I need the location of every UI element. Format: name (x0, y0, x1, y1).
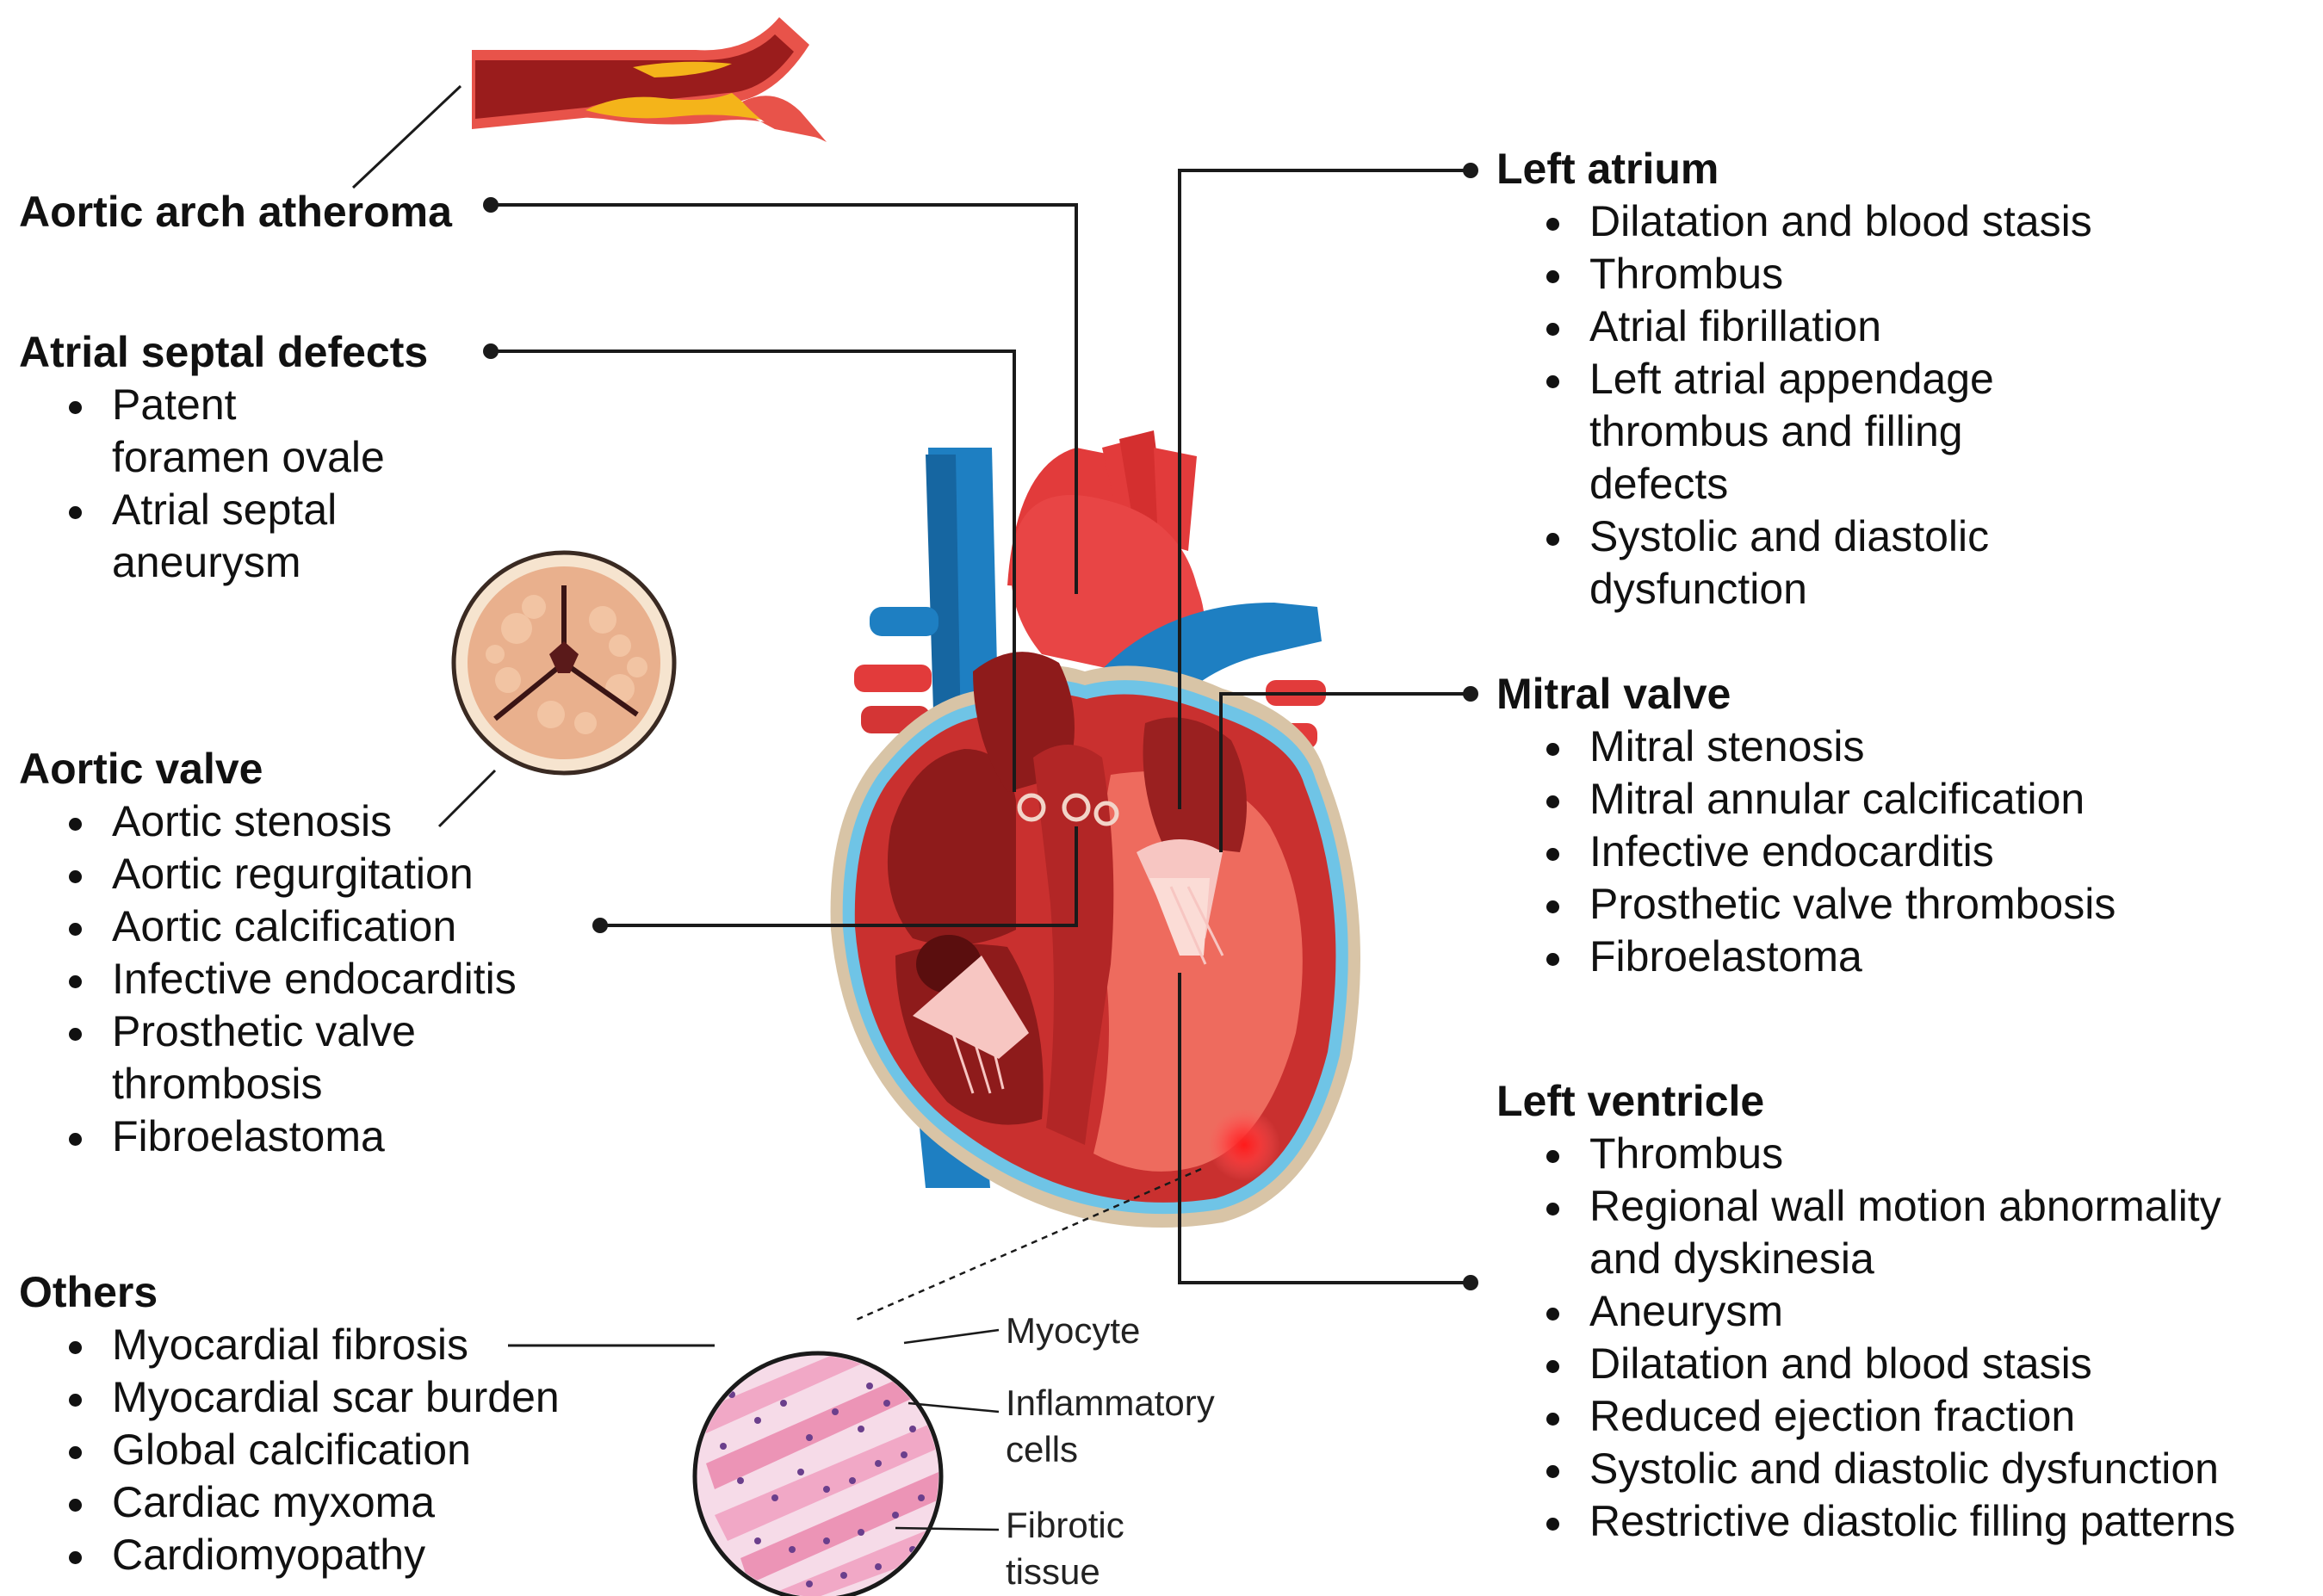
fibrotic-label-line1: Fibrotic (1006, 1505, 1124, 1545)
inflammatory-label-line1: Inflammatory (1006, 1383, 1215, 1423)
list-item: Cardiac myxoma (19, 1476, 560, 1529)
aortic-arch-heading: Aortic arch atheroma (19, 188, 452, 236)
list-item: Thrombus (1496, 248, 2092, 300)
list-item: Aortic stenosis (19, 795, 517, 848)
aortic-valve-block: Aortic valve Aortic stenosis Aortic regu… (19, 742, 517, 1163)
list-item: Mitral annular calcification (1496, 773, 2115, 826)
list-item: Thrombus (1496, 1128, 2235, 1180)
aortic-valve-list: Aortic stenosis Aortic regurgitation Aor… (19, 795, 517, 1163)
atrial-septal-heading: Atrial septal defects (19, 328, 429, 376)
list-item: Cardiomyopathy (19, 1529, 560, 1581)
list-item: Patent (19, 379, 428, 431)
connector-dots (483, 163, 1478, 1290)
list-item: Dilatation and blood stasis (1496, 1338, 2235, 1390)
left-atrium-block: Left atrium Dilatation and blood stasis … (1496, 142, 2092, 616)
list-item: Aneurysm (1496, 1285, 2235, 1338)
connector-lines (491, 169, 1471, 1284)
list-item: Myocardial fibrosis (19, 1319, 560, 1371)
mitral-valve-heading: Mitral valve (1496, 670, 1731, 718)
mitral-valve-list: Mitral stenosis Mitral annular calcifica… (1496, 721, 2115, 983)
list-item: Fibroelastoma (19, 1110, 517, 1163)
list-item: Systolic and diastolic (1496, 510, 2092, 563)
list-item: aneurysm (112, 538, 301, 586)
list-item: Infective endocarditis (19, 953, 517, 1005)
list-item: Restrictive diastolic filling patterns (1496, 1495, 2235, 1548)
myocyte-label: Myocyte (1006, 1310, 1141, 1351)
list-item: Atrial fibrillation (1496, 300, 2092, 353)
others-heading: Others (19, 1268, 158, 1316)
list-item: Systolic and diastolic dysfunction (1496, 1443, 2235, 1495)
list-item: Regional wall motion abnormality (1496, 1180, 2235, 1233)
list-item: Reduced ejection fraction (1496, 1390, 2235, 1443)
mitral-valve-block: Mitral valve Mitral stenosis Mitral annu… (1496, 667, 2115, 983)
fibrotic-label-line2: tissue (1006, 1551, 1100, 1592)
left-atrium-heading: Left atrium (1496, 145, 1719, 193)
list-item: Aortic regurgitation (19, 848, 517, 900)
atrial-septal-block: Atrial septal defects Patent foramen ova… (19, 325, 428, 589)
list-item: and dyskinesia (1589, 1234, 1874, 1283)
list-item: foramen ovale (112, 433, 385, 481)
list-item: Left atrial appendage (1496, 353, 2092, 405)
list-item: thrombus and filling (1589, 407, 1963, 455)
heart-illustration (830, 430, 1360, 1228)
list-item: Myocardial scar burden (19, 1371, 560, 1424)
list-item: Prosthetic valve (19, 1005, 517, 1058)
list-item: Mitral stenosis (1496, 721, 2115, 773)
left-ventricle-block: Left ventricle Thrombus Regional wall mo… (1496, 1074, 2235, 1548)
histology-illustration (508, 1167, 1202, 1596)
aortic-arch-artery-illustration (351, 17, 827, 189)
left-ventricle-heading: Left ventricle (1496, 1077, 1765, 1125)
others-list: Myocardial fibrosis Myocardial scar burd… (19, 1319, 560, 1581)
list-item: Atrial septal (19, 484, 428, 536)
aortic-arch-block: Aortic arch atheroma (19, 185, 452, 238)
list-item: defects (1589, 460, 1729, 508)
list-item: dysfunction (1589, 565, 1807, 613)
list-item: Aortic calcification (19, 900, 517, 953)
others-block: Others Myocardial fibrosis Myocardial sc… (19, 1265, 560, 1581)
list-item: Fibroelastoma (1496, 931, 2115, 983)
list-item: Prosthetic valve thrombosis (1496, 878, 2115, 931)
atrial-septal-list: Patent foramen ovale Atrial septal aneur… (19, 379, 428, 589)
left-ventricle-list: Thrombus Regional wall motion abnormalit… (1496, 1128, 2235, 1548)
list-item: Infective endocarditis (1496, 826, 2115, 878)
aortic-valve-heading: Aortic valve (19, 745, 263, 793)
list-item: Dilatation and blood stasis (1496, 195, 2092, 248)
list-item: Global calcification (19, 1424, 560, 1476)
list-item: thrombosis (112, 1060, 323, 1108)
left-atrium-list: Dilatation and blood stasis Thrombus Atr… (1496, 195, 2092, 616)
aortic-valve-illustration (437, 550, 677, 828)
inflammatory-label-line2: cells (1006, 1429, 1079, 1469)
